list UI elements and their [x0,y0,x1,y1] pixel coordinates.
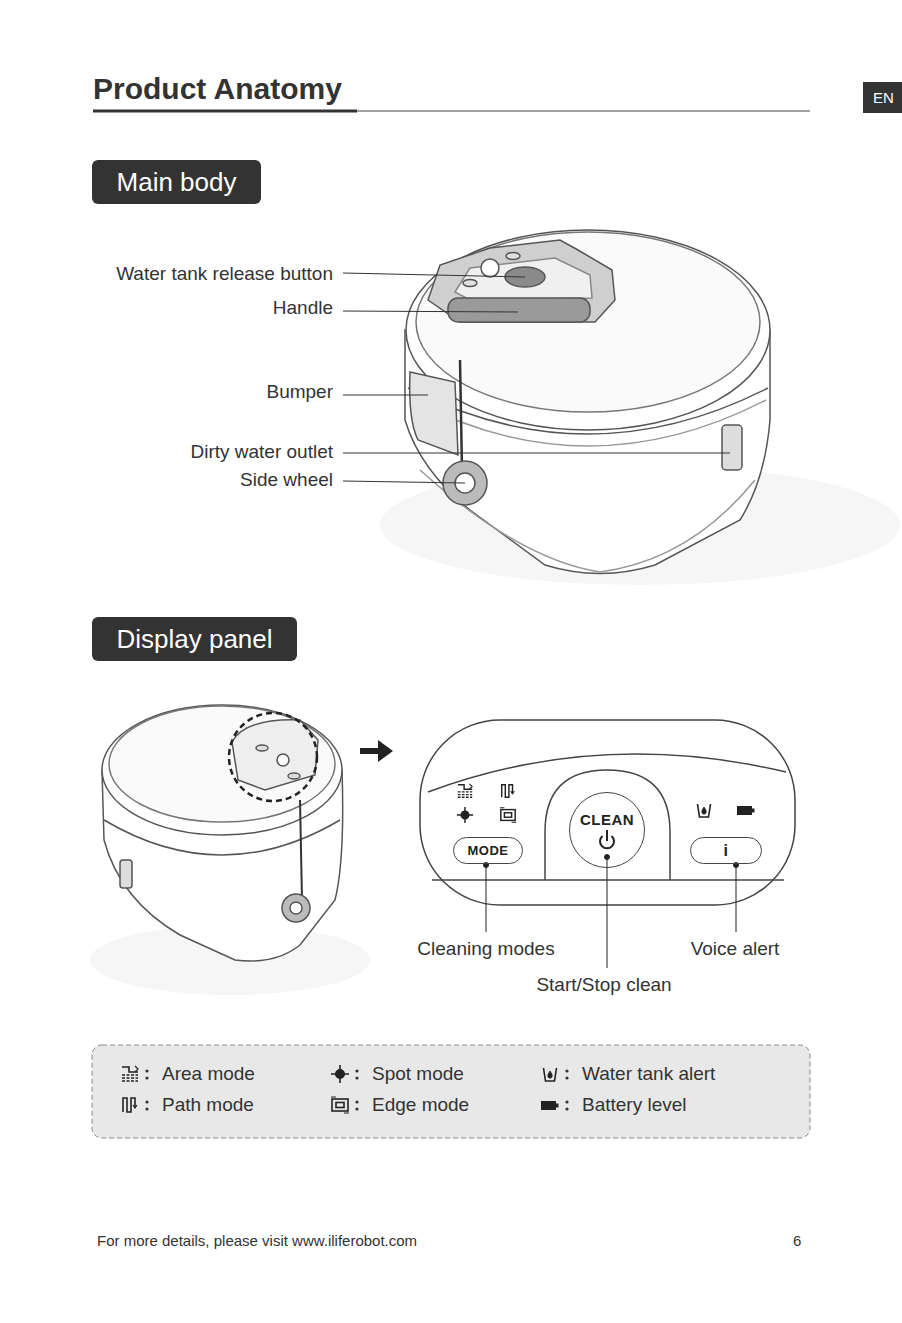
mode-button: MODE [453,837,523,864]
legend-entry: Battery level [582,1094,687,1116]
node-text: i [724,842,729,860]
part-label: Start/Stop clean [536,973,671,996]
robot-small [90,705,370,995]
footer-note: For more details, please visit www.ilife… [97,1231,417,1250]
node-text: Main body [117,167,237,198]
legend-entry: Path mode [162,1094,254,1116]
part-label: Water tank release button [116,262,333,285]
rule [93,111,810,112]
node-text: EN [873,89,894,106]
section-heading: Display panel [92,617,297,661]
part-label: Handle [273,296,333,319]
legend-text: Area mode [162,1063,255,1084]
section-heading: Main body [92,160,261,204]
legend-entry: Area mode [162,1063,255,1085]
legend-entry: Spot mode [372,1063,464,1085]
legend-entry: Edge mode [372,1094,469,1116]
info-button: i [690,837,762,864]
node-text: Display panel [116,624,272,655]
part-label: Voice alert [691,937,780,960]
node-text: MODE [468,843,509,858]
page-number: 6 [793,1231,801,1250]
legend-text: Path mode [162,1094,254,1115]
language-tab: EN [863,82,902,113]
robot-main [380,230,900,585]
legend-entry: Water tank alert [582,1063,715,1085]
page-title: Product Anatomy [93,72,342,106]
part-label: Side wheel [240,468,333,491]
arrow [360,740,393,762]
legend-text: Water tank alert [582,1063,715,1084]
legend-text: Battery level [582,1094,687,1115]
part-label: Bumper [266,380,333,403]
part-label: Dirty water outlet [190,440,333,463]
zoom-circle [229,713,317,801]
legend-text: Edge mode [372,1094,469,1115]
title-underline [93,110,357,113]
part-label: Cleaning modes [417,937,554,960]
leader-line [343,273,730,483]
legend-text: Spot mode [372,1063,464,1084]
clean-button: CLEAN [569,792,645,868]
node-text: CLEAN [580,811,634,828]
legend-box [92,1045,810,1138]
